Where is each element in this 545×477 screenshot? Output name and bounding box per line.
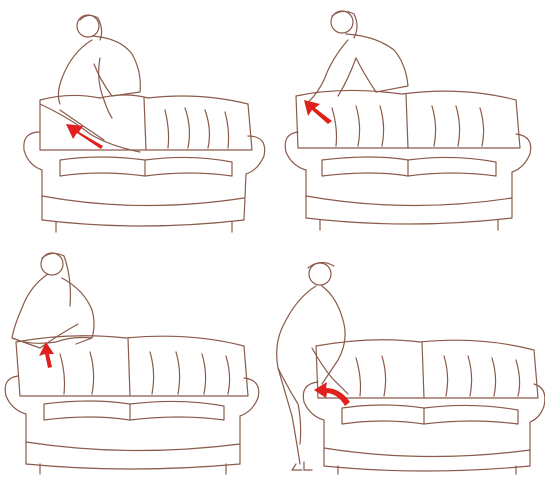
sofa-right-arm bbox=[244, 136, 265, 220]
sofa-seat bbox=[44, 401, 224, 420]
sofa-right-arm bbox=[240, 378, 259, 464]
sofa-right-arm bbox=[512, 134, 531, 218]
sofa-seat bbox=[60, 157, 232, 176]
step-4-panel bbox=[272, 238, 545, 477]
red-arrow bbox=[66, 124, 103, 149]
red-arrow bbox=[314, 382, 350, 406]
sofa-left-arm bbox=[303, 382, 324, 466]
step-4-illustration bbox=[272, 238, 545, 477]
step-2-panel bbox=[272, 0, 545, 238]
sofa-left-arm bbox=[5, 376, 26, 464]
step-1-panel bbox=[0, 0, 272, 238]
sofa-left-arm bbox=[285, 132, 306, 218]
sofa-seat bbox=[322, 157, 496, 176]
step-3-illustration bbox=[0, 238, 272, 477]
red-arrow bbox=[304, 100, 332, 124]
red-arrow bbox=[39, 342, 54, 368]
woman-body bbox=[346, 34, 408, 92]
woman-head bbox=[77, 15, 99, 37]
sofa-seat bbox=[342, 405, 518, 424]
step-2-illustration bbox=[272, 0, 545, 238]
sofa-left-arm bbox=[24, 132, 42, 220]
step-1-illustration bbox=[0, 0, 272, 238]
sofa-back bbox=[316, 340, 538, 398]
woman-body bbox=[277, 286, 316, 464]
woman-body bbox=[12, 274, 78, 348]
woman-head bbox=[309, 263, 331, 285]
step-3-panel bbox=[0, 238, 272, 477]
